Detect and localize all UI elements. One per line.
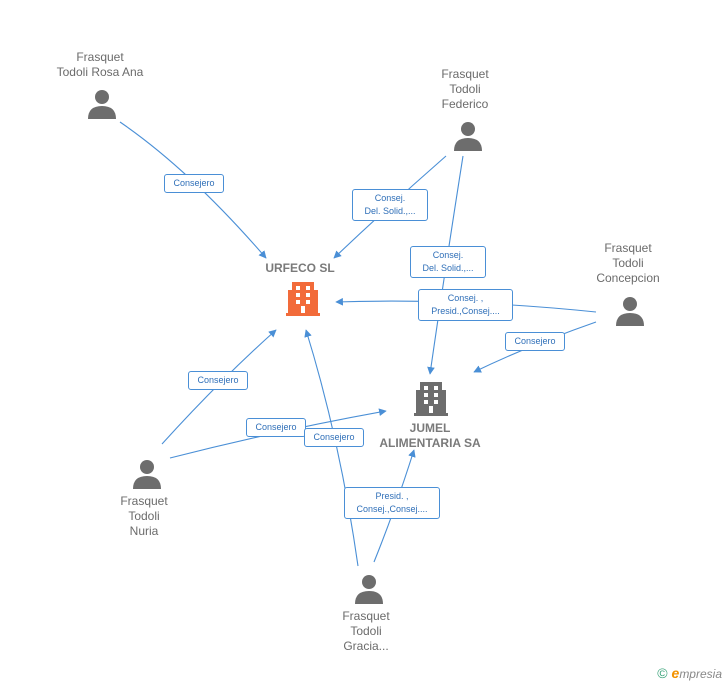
edge-label-nuria-jumel[interactable]: Consejero bbox=[246, 418, 306, 437]
edge-gracia-urfeco bbox=[304, 329, 359, 567]
edge-label-gracia-urfeco[interactable]: Consejero bbox=[304, 428, 364, 447]
person-label-nuria[interactable]: Frasquet Todoli Nuria bbox=[120, 494, 168, 538]
person-label-federico[interactable]: Frasquet Todoli Federico bbox=[441, 67, 489, 111]
edge-label-concepcion-urfeco[interactable]: Consej. , Presid.,Consej.... bbox=[418, 289, 513, 321]
person-label-concepcion[interactable]: Frasquet Todoli Concepcion bbox=[596, 241, 660, 285]
edge-label-gracia-jumel[interactable]: Presid. , Consej.,Consej.... bbox=[344, 487, 440, 519]
edge-label-nuria-urfeco[interactable]: Consejero bbox=[188, 371, 248, 390]
person-icon[interactable] bbox=[452, 120, 484, 152]
person-label-gracia[interactable]: Frasquet Todoli Gracia... bbox=[342, 609, 390, 653]
company-label-urfeco[interactable]: URFECO SL bbox=[265, 261, 335, 275]
person-icon[interactable] bbox=[614, 295, 646, 327]
edge-label-concepcion-jumel[interactable]: Consejero bbox=[505, 332, 565, 351]
copyright-symbol: © bbox=[657, 665, 668, 681]
edge-label-rosa-ana-urfeco[interactable]: Consejero bbox=[164, 174, 224, 193]
company-label-jumel[interactable]: JUMEL ALIMENTARIA SA bbox=[379, 421, 481, 450]
person-icon[interactable] bbox=[86, 88, 118, 120]
building-icon[interactable] bbox=[286, 280, 320, 316]
brand-name: mpresia bbox=[679, 667, 722, 681]
brand-e: e bbox=[671, 665, 680, 681]
person-label-rosa-ana[interactable]: Frasquet Todoli Rosa Ana bbox=[56, 50, 144, 79]
building-icon[interactable] bbox=[414, 380, 448, 416]
empresia-logo: ©empresia bbox=[657, 665, 722, 681]
edge-label-federico-jumel[interactable]: Consej. Del. Solid.,... bbox=[410, 246, 486, 278]
edge-label-federico-urfeco[interactable]: Consej. Del. Solid.,... bbox=[352, 189, 428, 221]
person-icon[interactable] bbox=[353, 573, 385, 605]
person-icon[interactable] bbox=[131, 458, 163, 490]
